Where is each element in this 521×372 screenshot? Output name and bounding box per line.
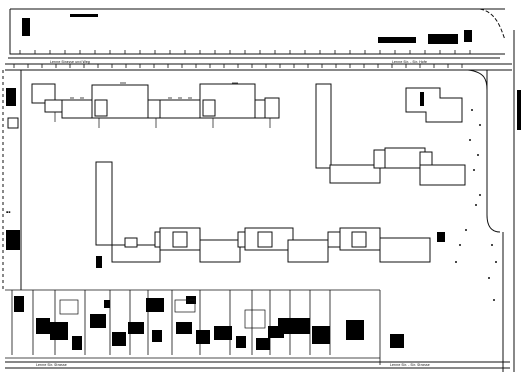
right-edge-block	[517, 90, 521, 130]
left-block-a	[6, 88, 16, 106]
top-block-e	[464, 30, 472, 42]
street-right	[467, 30, 515, 372]
left-block-c	[6, 230, 20, 250]
top-block-a	[22, 18, 30, 36]
top-block-c	[378, 37, 416, 43]
left-edge	[2, 70, 22, 290]
street-label-bottom-right: Lenne Str. - Str. Strasse	[390, 363, 430, 367]
left-mark: ▪▪	[6, 210, 11, 214]
top-block-d	[428, 34, 458, 44]
north-row-details	[54, 82, 271, 128]
building-row-north	[31, 83, 280, 119]
left-block-b	[7, 117, 19, 129]
street-bottom	[5, 361, 510, 369]
top-block-b	[70, 14, 98, 17]
outbuilding-ne	[405, 87, 463, 123]
right-tree-dots	[455, 109, 497, 301]
garden-blocks	[14, 296, 404, 350]
building-wing-west	[95, 161, 113, 246]
wing-west-block	[96, 256, 102, 268]
street-label-top-right: Lenne Str. - Str. Hofe	[392, 60, 427, 64]
street-label-top-left: Lenne Strasse und Weg	[50, 60, 90, 64]
street-top	[5, 8, 512, 71]
south-row-block	[437, 232, 445, 242]
outbuilding-ne-fill	[420, 92, 424, 106]
garden-parcels-south	[5, 289, 381, 365]
street-top-ticks	[13, 50, 471, 68]
garden-outline-parcels	[59, 299, 266, 329]
building-row-south	[111, 227, 431, 263]
street-label-bottom-left: Lenne Str. Strasse	[36, 363, 67, 367]
building-wing-east	[315, 83, 466, 186]
